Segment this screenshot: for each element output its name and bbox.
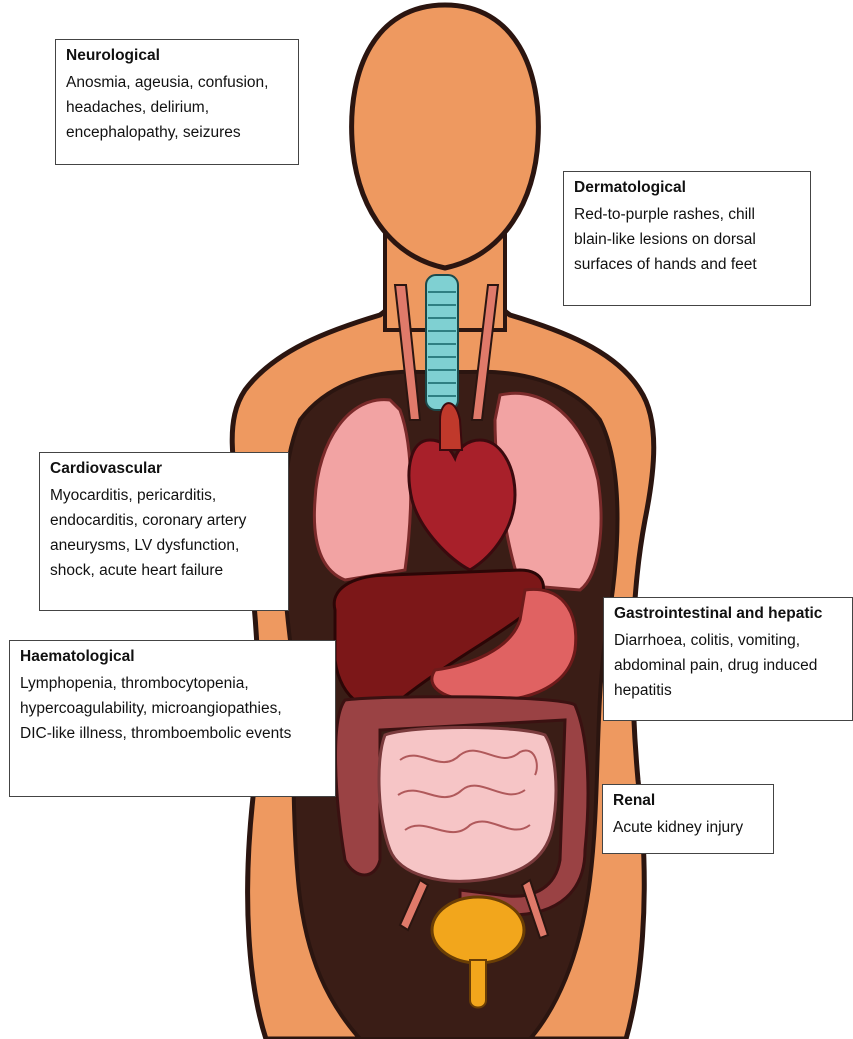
neurological-line-1: Anosmia, ageusia, confusion, — [66, 70, 288, 95]
renal-title: Renal — [613, 791, 763, 811]
gastrointestinal-line-1: Diarrhoea, colitis, vomiting, — [614, 628, 842, 653]
gastrointestinal-line-3: hepatitis — [614, 678, 842, 703]
bladder — [432, 897, 524, 963]
cardiovascular-box: Cardiovascular Myocarditis, pericarditis… — [39, 452, 289, 611]
haematological-line-3: DIC-like illness, thromboembolic events — [20, 721, 325, 746]
dermatological-line-1: Red-to-purple rashes, chill — [574, 202, 800, 227]
gastrointestinal-box: Gastrointestinal and hepatic Diarrhoea, … — [603, 597, 853, 721]
dermatological-line-2: blain-like lesions on dorsal — [574, 227, 800, 252]
haematological-title: Haematological — [20, 647, 325, 667]
urethra — [470, 960, 486, 1008]
cardiovascular-line-4: shock, acute heart failure — [50, 558, 278, 583]
gastrointestinal-line-2: abdominal pain, drug induced — [614, 653, 842, 678]
neurological-box: Neurological Anosmia, ageusia, confusion… — [55, 39, 299, 165]
cardiovascular-title: Cardiovascular — [50, 459, 278, 479]
renal-box: Renal Acute kidney injury — [602, 784, 774, 854]
dermatological-title: Dermatological — [574, 178, 800, 198]
haematological-line-2: hypercoagulability, microangiopathies, — [20, 696, 325, 721]
gastrointestinal-title: Gastrointestinal and hepatic — [614, 604, 842, 624]
neurological-line-3: encephalopathy, seizures — [66, 120, 288, 145]
cardiovascular-line-1: Myocarditis, pericarditis, — [50, 483, 278, 508]
dermatological-box: Dermatological Red-to-purple rashes, chi… — [563, 171, 811, 306]
renal-line-1: Acute kidney injury — [613, 815, 763, 840]
neurological-line-2: headaches, delirium, — [66, 95, 288, 120]
haematological-box: Haematological Lymphopenia, thrombocytop… — [9, 640, 336, 797]
head — [352, 5, 539, 268]
cardiovascular-line-2: endocarditis, coronary artery — [50, 508, 278, 533]
neurological-title: Neurological — [66, 46, 288, 66]
cardiovascular-line-3: aneurysms, LV dysfunction, — [50, 533, 278, 558]
haematological-line-1: Lymphopenia, thrombocytopenia, — [20, 671, 325, 696]
dermatological-line-3: surfaces of hands and feet — [574, 252, 800, 277]
